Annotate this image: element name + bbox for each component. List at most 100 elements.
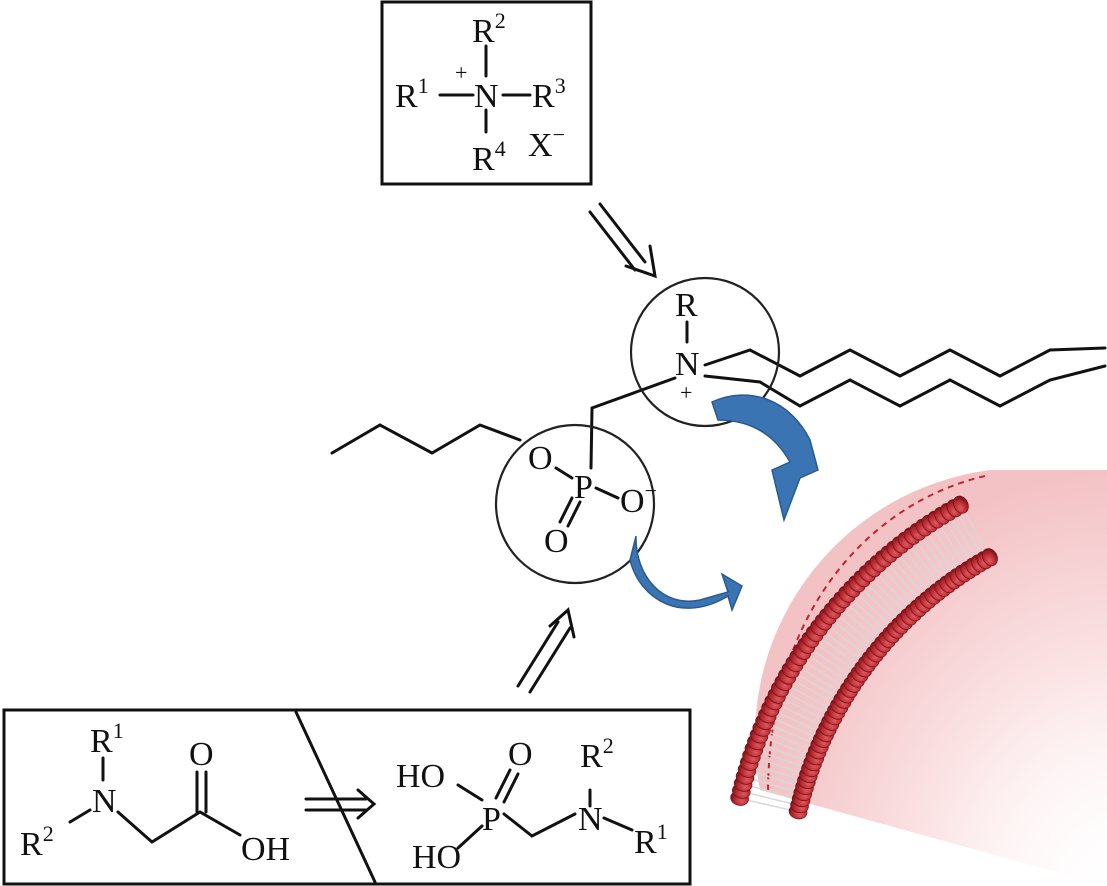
phosphonate-o-label: O [508,736,533,773]
lipid-tail [783,682,837,713]
lipid-tail [776,695,831,724]
lipid-tail [794,663,847,697]
lipid-tail [741,790,800,807]
curved-arrow-icon [629,394,819,613]
lipid-tail [872,568,914,614]
lipid-tail [744,776,803,795]
panel-divider [294,710,377,884]
lipid-tail [866,573,910,618]
lipid-tail [894,549,934,597]
lipid-tail [761,728,818,753]
lipid-tail [846,593,892,636]
lipid-tail [888,553,929,601]
implication-arrow-icon [516,607,576,694]
lipid-tail [786,675,840,707]
inner-dashed-boundary [767,475,986,791]
phosphonate-ho-top: HO [396,758,445,795]
r2-label: R2 [472,8,506,50]
lipid-tail [801,651,853,686]
glycine-r1-label: R1 [90,718,124,760]
lipid-tail [767,714,823,741]
lipid-tail [923,527,959,578]
amine-r-label: R [675,287,698,324]
alkyl-tail-upper [703,346,1107,378]
lipid-tail [856,583,901,627]
lipid-tail [851,588,896,631]
lipid-tail [810,639,860,675]
lipid-bilayer-icon [730,495,998,820]
lipid-tail [797,657,850,691]
lipid-tail [947,511,980,564]
r1-label: R1 [395,73,429,115]
lipid-tail [935,519,969,571]
implication-arrow-icon [304,788,377,820]
lipid-tail [814,633,864,670]
lipid-tail [841,599,888,641]
lipid-tail [805,645,857,681]
lipid-tail [748,762,807,783]
glycine-derivative: R1 N R2 O OH [20,718,290,868]
lipid-tail [905,540,944,589]
ammonium-n: N [474,78,499,115]
lipid-tail [751,755,809,777]
lipid-tail [756,741,813,765]
glycine-n-label: N [92,783,117,820]
precursor-frame [2,708,692,886]
lipid-tail [882,558,924,605]
lipid-tail [753,748,811,771]
lipid-tail [861,578,905,622]
phosphonate-p-label: P [574,469,593,506]
lipid-tail [836,604,884,645]
r4-label: R4 [472,136,506,178]
lipid-tail [953,507,986,561]
amine-plus-sign: + [680,380,692,405]
zwitterion-structure: R N + O P O− O [330,276,1107,585]
lipid-tail [929,523,964,574]
phosphonate-r1-label: R1 [634,819,668,861]
phosphonate-r2-label: R2 [580,733,614,775]
lipid-tail [899,544,939,593]
phosphonate-highlight-circle [494,423,656,585]
lipid-tail [832,610,880,650]
lipid-tail [790,669,843,702]
lipid-tail [773,701,828,730]
aminophosphonate-derivative: HO HO P O N R2 R1 [396,733,668,876]
lipid-tail [877,563,919,609]
lipid-tail [746,769,805,789]
cell-interior [754,470,1107,886]
phosphonate-ho-bottom: HO [412,839,461,876]
lipid-tail [739,797,799,813]
glycine-carbonyl-o: O [189,736,214,773]
alkyl-tail-lower [703,364,1107,408]
glycine-r2-label: R2 [20,821,54,863]
counterion-label: X− [528,122,565,164]
lipid-tail [960,504,991,558]
lipid-tail [941,515,975,568]
implication-arrow-icon [588,202,657,279]
lipid-tail [779,688,834,719]
phosphonate-p-label: P [482,801,501,838]
lipid-head [952,495,969,514]
ammonium-plus-sign: + [455,60,467,85]
lipid-tail [822,621,872,660]
lipid-tail [827,615,876,655]
phosphonate-o2-label: O [544,523,569,560]
quaternary-ammonium-box: R2 R1 + N R3 R4 X− [380,0,593,186]
phosphonate-ominus-label: O− [620,478,657,520]
bacterial-cell [730,470,1107,886]
lipid-head [982,548,998,567]
glycine-oh-label: OH [241,831,290,868]
lipid-tail [911,535,949,585]
lipid-tail [742,783,802,801]
phosphonate-o1-label: O [528,440,553,477]
quaternary-ammonium-frame [380,0,593,186]
lipid-tail [764,721,820,747]
alkyl-tail-left [330,423,522,455]
lipid-tail [917,531,954,582]
amine-n-label: N [675,346,700,383]
precursor-box: R1 N R2 O OH HO HO P O [2,708,692,886]
ammonium-highlight-circle [629,276,781,428]
lipid-tail [770,708,826,736]
r3-label: R3 [532,73,566,115]
